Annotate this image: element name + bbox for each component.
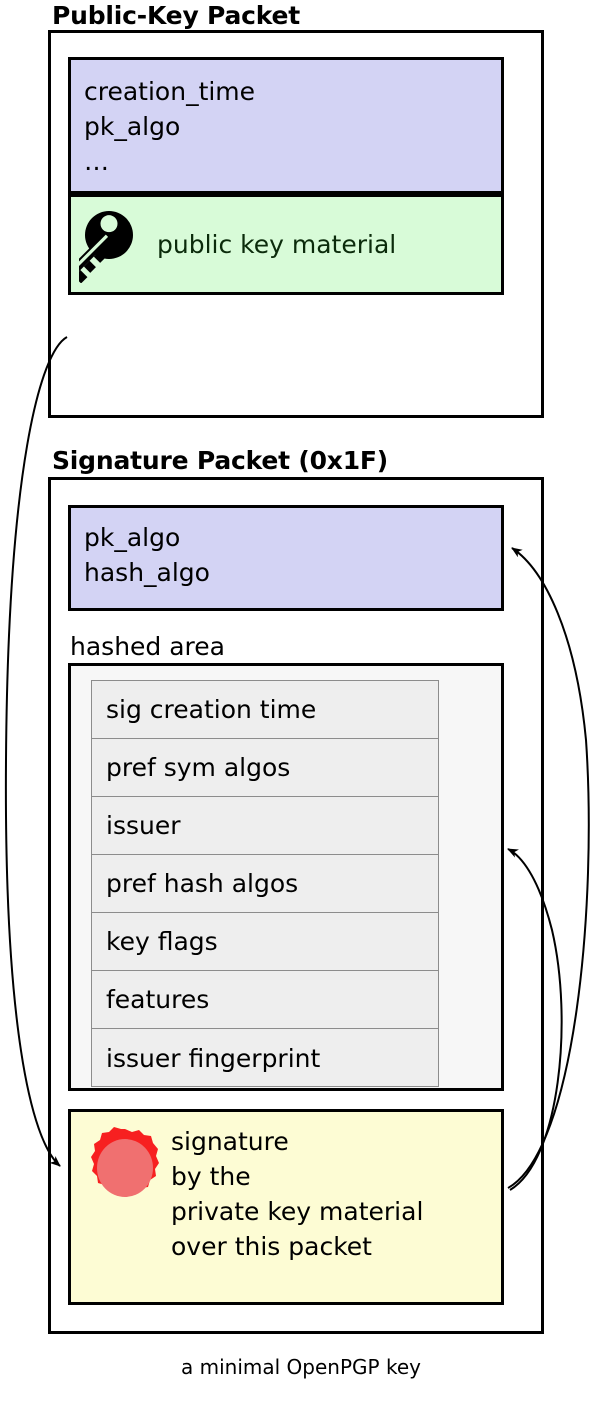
list-item[interactable]: issuer xyxy=(92,797,438,855)
public-key-packet-title: Public-Key Packet xyxy=(52,1,301,30)
list-item[interactable]: features xyxy=(92,971,438,1029)
signature-algo-box: pk_algo hash_algo xyxy=(68,505,504,611)
public-key-material-box: public key material xyxy=(68,194,504,295)
hashed-area-box: sig creation time pref sym algos issuer … xyxy=(68,663,504,1091)
list-item[interactable]: sig creation time xyxy=(92,681,438,739)
signature-block-text: signature by the private key material ov… xyxy=(171,1127,424,1261)
public-key-material-label: public key material xyxy=(157,230,397,259)
public-key-header-fields: creation_time pk_algo … xyxy=(84,77,256,176)
subpacket-table: sig creation time pref sym algos issuer … xyxy=(91,680,439,1087)
public-key-header-box: creation_time pk_algo … xyxy=(68,57,504,194)
list-item[interactable]: pref sym algos xyxy=(92,739,438,797)
signature-packet-title: Signature Packet (0x1F) xyxy=(52,446,389,475)
diagram-caption: a minimal OpenPGP key xyxy=(181,1355,421,1379)
key-icon xyxy=(79,209,157,283)
hashed-area-label: hashed area xyxy=(70,632,225,661)
signature-algo-fields: pk_algo hash_algo xyxy=(84,523,210,587)
list-item[interactable]: pref hash algos xyxy=(92,855,438,913)
list-item[interactable]: key flags xyxy=(92,913,438,971)
list-item[interactable]: issuer fingerprint xyxy=(106,1043,321,1073)
wax-seal-icon xyxy=(83,1126,167,1210)
signature-block-box: signature by the private key material ov… xyxy=(68,1109,504,1305)
